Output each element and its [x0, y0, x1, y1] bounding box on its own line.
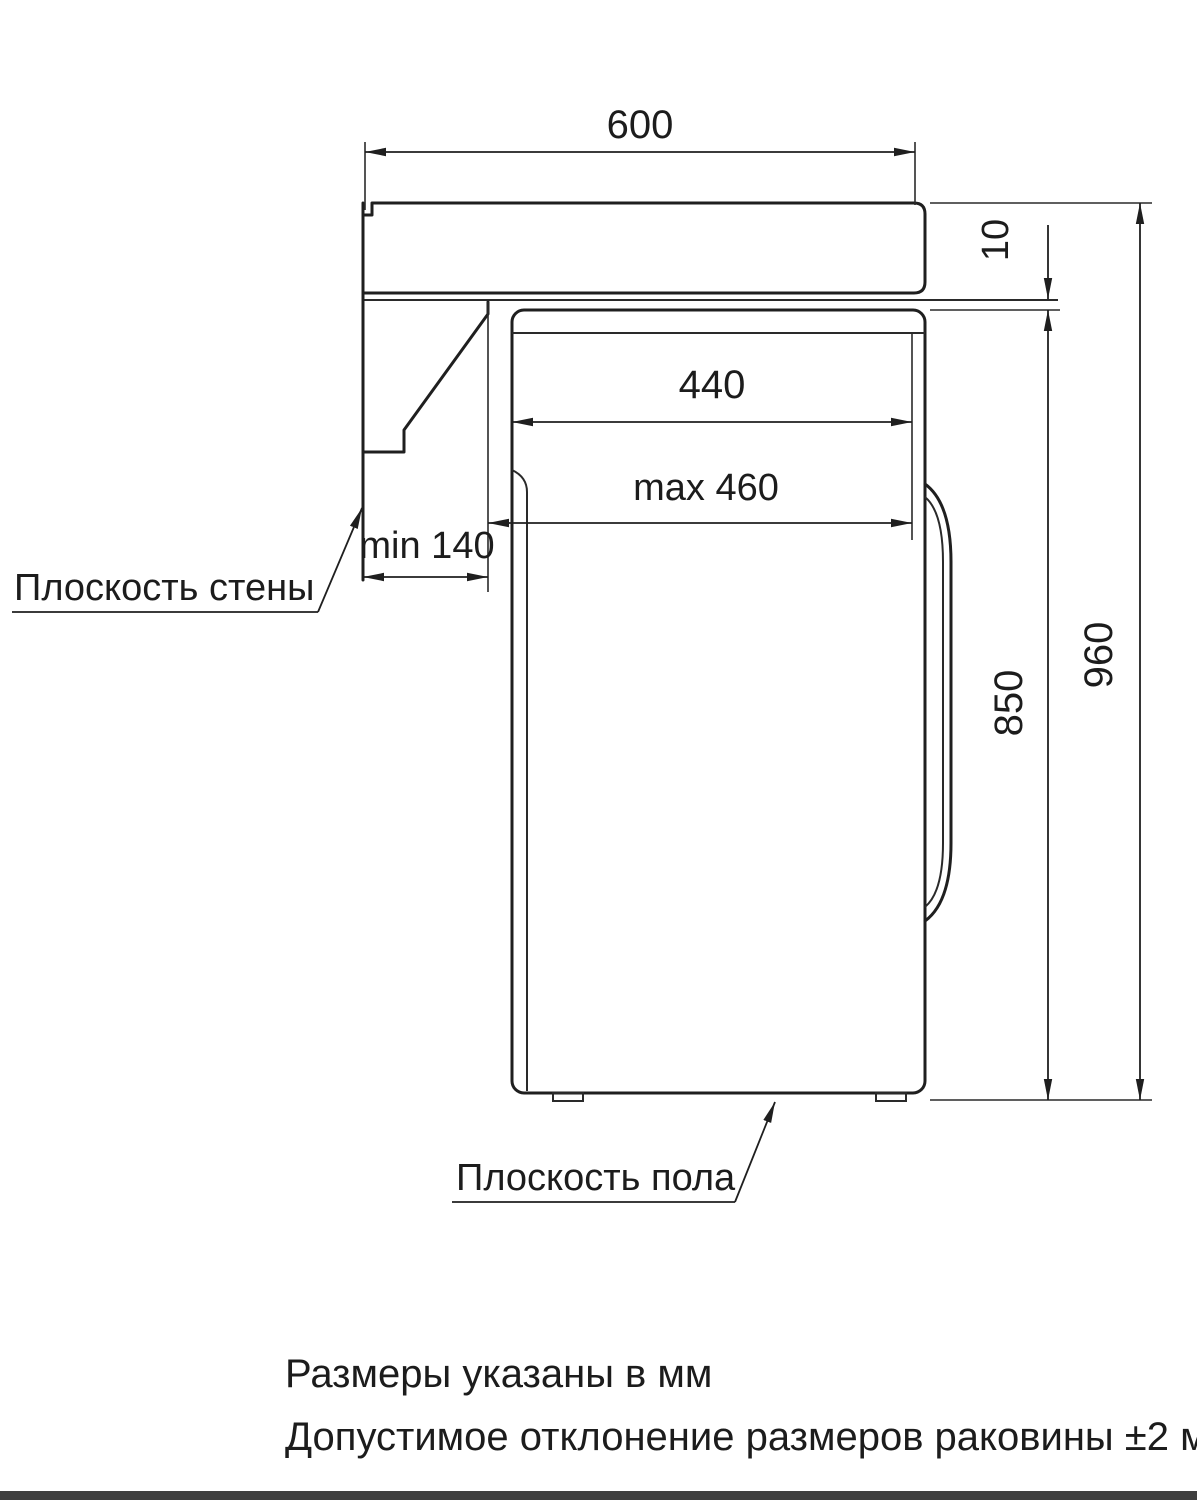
machine-foot-left [552, 1092, 584, 1102]
dimension-960-label: 960 [1077, 622, 1121, 689]
washing-machine-outline [510, 308, 953, 1102]
note-units: Размеры указаны в мм [285, 1352, 712, 1396]
dimension-600-label: 600 [607, 103, 674, 147]
wall-plane-callout: Плоскость стены [12, 507, 363, 613]
footer-bar [0, 1491, 1197, 1500]
door-bulge-inner [924, 496, 944, 908]
sink-outline [361, 201, 1058, 301]
machine-front-panel-line [511, 469, 528, 1091]
dimension-10: 10 [975, 219, 1053, 299]
dimension-max-460-label: max 460 [633, 467, 779, 509]
dimension-960: 960 [1077, 203, 1145, 1100]
floor-plane-label: Плоскость пола [456, 1157, 736, 1199]
floor-plane-callout: Плоскость пола [452, 1101, 776, 1203]
door-bulge-outer [923, 482, 953, 923]
wall-plane-leader [317, 507, 363, 613]
wall-plane-label: Плоскость стены [14, 567, 314, 609]
dimension-440: 440 [512, 363, 912, 427]
dimension-max-460: max 460 [488, 467, 912, 528]
dimension-850-label: 850 [987, 670, 1031, 737]
floor-plane-leader [734, 1101, 776, 1203]
wall-bracket [361, 300, 490, 454]
dimension-min-140-label: min 140 [359, 525, 494, 567]
machine-foot-right [875, 1092, 907, 1102]
dimension-min-140: min 140 [359, 525, 495, 582]
dimension-850: 850 [987, 310, 1053, 1100]
dimension-10-label: 10 [975, 219, 1017, 261]
note-tolerance: Допустимое отклонение размеров раковины … [285, 1415, 1197, 1459]
dimension-440-label: 440 [679, 363, 746, 407]
dimension-600: 600 [365, 103, 915, 157]
